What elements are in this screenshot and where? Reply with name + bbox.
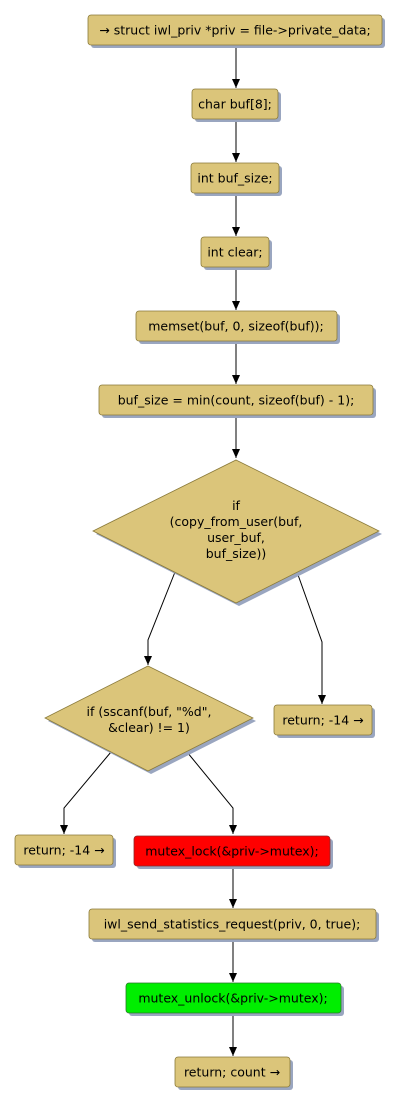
node-n6: buf_size = min(count, sizeof(buf) - 1); xyxy=(98,384,376,418)
edge-d1-d2 xyxy=(144,571,176,665)
node-label: mutex_lock(&priv->mutex); xyxy=(145,844,319,859)
edges xyxy=(60,45,326,1056)
node-label: memset(buf, 0, sizeof(buf)); xyxy=(148,319,324,334)
node-label: → struct iwl_priv *priv = file->private_… xyxy=(99,23,370,38)
node-label: iwl_send_statistics_request(priv, 0, tru… xyxy=(104,917,361,932)
decision-label-line: &clear) != 1) xyxy=(108,720,190,735)
decision-label-line: if (sscanf(buf, "%d", xyxy=(87,704,212,719)
node-n2: char buf[8]; xyxy=(191,88,281,122)
edge-d2-r2 xyxy=(60,751,112,834)
node-label: char buf[8]; xyxy=(198,97,272,112)
decision-label-line: buf_size)) xyxy=(206,546,267,561)
edge-d2-n7 xyxy=(186,751,237,834)
decision-label-line: user_buf, xyxy=(207,530,265,545)
decision-label-line: if xyxy=(232,498,240,513)
node-n4: int clear; xyxy=(200,236,272,270)
node-label: int clear; xyxy=(207,245,262,260)
edge-d1-r1 xyxy=(296,571,326,704)
node-n7-mutex-lock: mutex_lock(&priv->mutex); xyxy=(133,835,333,869)
node-label: buf_size = min(count, sizeof(buf) - 1); xyxy=(118,393,355,408)
node-n9-mutex-unlock: mutex_unlock(&priv->mutex); xyxy=(125,982,344,1016)
node-label: mutex_unlock(&priv->mutex); xyxy=(138,991,327,1006)
node-r2: return; -14 → xyxy=(14,834,116,868)
decision-label-line: (copy_from_user(buf, xyxy=(170,514,303,529)
node-n5: memset(buf, 0, sizeof(buf)); xyxy=(135,310,340,344)
decision-d1: if (copy_from_user(buf, user_buf, buf_si… xyxy=(92,459,382,606)
decision-d2: if (sscanf(buf, "%d", &clear) != 1) xyxy=(44,665,256,774)
node-label: return; count → xyxy=(184,1065,280,1080)
node-label: int buf_size; xyxy=(197,171,272,186)
node-n10: return; count → xyxy=(174,1056,293,1090)
node-label: return; -14 → xyxy=(23,843,104,858)
node-n1: → struct iwl_priv *priv = file->private_… xyxy=(87,14,385,48)
node-n3: int buf_size; xyxy=(190,162,282,196)
node-n8: iwl_send_statistics_request(priv, 0, tru… xyxy=(88,908,379,942)
node-r1: return; -14 → xyxy=(273,704,375,738)
node-label: return; -14 → xyxy=(282,713,363,728)
